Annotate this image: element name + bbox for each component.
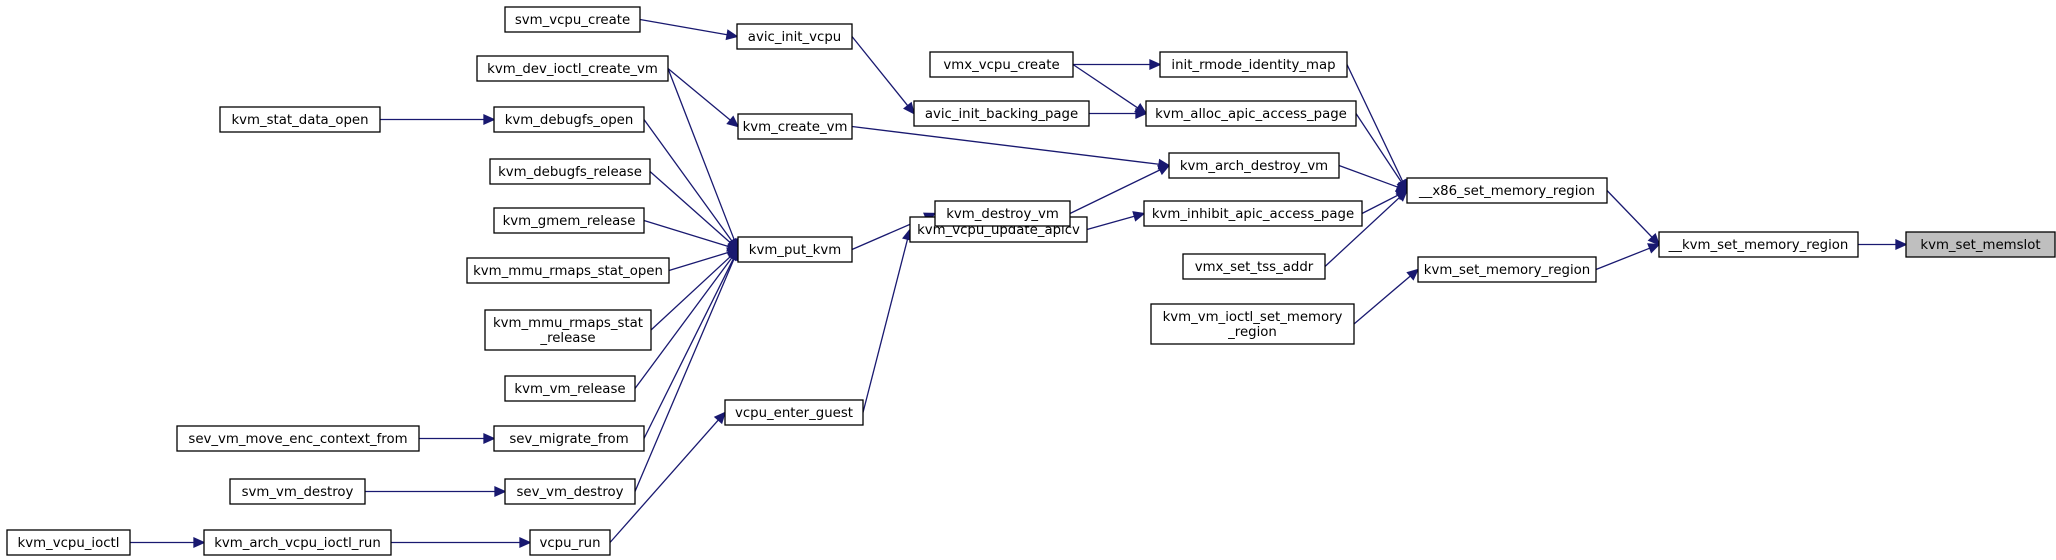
call-edge-kvm_dev_ioctl_create_vm-to-kvm_put_kvm bbox=[667, 68, 740, 251]
call-edge-kvm_arch_vcpu_ioctl_run-to-vcpu_run bbox=[391, 536, 532, 549]
node-avic_init_backing_page[interactable]: avic_init_backing_page bbox=[913, 100, 1090, 127]
node-svm_vm_destroy[interactable]: svm_vm_destroy bbox=[229, 478, 366, 505]
node-kvm_arch_destroy_vm[interactable]: kvm_arch_destroy_vm bbox=[1168, 152, 1340, 179]
call-edge-vmx_vcpu_create-to-kvm_alloc_apic_access_page bbox=[1072, 63, 1148, 115]
node-vcpu_enter_guest[interactable]: vcpu_enter_guest bbox=[724, 399, 864, 426]
node-kvm_debugfs_open[interactable]: kvm_debugfs_open bbox=[493, 106, 645, 133]
node-avic_init_vcpu[interactable]: avic_init_vcpu bbox=[736, 23, 853, 50]
call-edge-kvm_destroy_vm-to-kvm_arch_destroy_vm bbox=[1069, 164, 1171, 215]
node-label-avic_init_vcpu: avic_init_vcpu bbox=[748, 30, 841, 45]
node-label-kvm_create_vm: kvm_create_vm bbox=[743, 120, 848, 135]
call-edge-kvm_dev_ioctl_create_vm-to-kvm_create_vm bbox=[667, 67, 740, 128]
node-label-x86_set_memory_region: __x86_set_memory_region bbox=[1418, 184, 1595, 199]
call-edge-x86_set_memory_region-to-kvm_set_memory_region_internal bbox=[1606, 190, 1661, 246]
node-label-sev_vm_destroy: sev_vm_destroy bbox=[516, 485, 623, 500]
node-label-kvm_dev_ioctl_create_vm: kvm_dev_ioctl_create_vm bbox=[487, 62, 658, 77]
edges-layer bbox=[130, 18, 1908, 549]
node-vmx_set_tss_addr[interactable]: vmx_set_tss_addr bbox=[1182, 253, 1326, 280]
node-label-kvm_inhibit_apic_access_page: kvm_inhibit_apic_access_page bbox=[1152, 207, 1354, 222]
node-label-kvm_vm_release: kvm_vm_release bbox=[514, 382, 625, 397]
node-label-kvm_vm_ioctl_set_memory_region-line-1: kvm_vm_ioctl_set_memory bbox=[1163, 310, 1343, 325]
node-label-kvm_set_memory_region: kvm_set_memory_region bbox=[1424, 263, 1590, 278]
node-init_rmode_identity_map[interactable]: init_rmode_identity_map bbox=[1159, 51, 1348, 78]
call-edge-vmx_vcpu_create-to-init_rmode_identity_map bbox=[1073, 58, 1162, 71]
call-edge-kvm_create_vm-to-kvm_arch_destroy_vm bbox=[851, 125, 1171, 170]
node-label-vcpu_run: vcpu_run bbox=[539, 536, 600, 551]
node-kvm_vcpu_ioctl[interactable]: kvm_vcpu_ioctl bbox=[6, 529, 131, 556]
node-kvm_debugfs_release[interactable]: kvm_debugfs_release bbox=[489, 158, 651, 185]
call-edge-vcpu_enter_guest-to-kvm_vcpu_update_apicv bbox=[862, 227, 913, 413]
node-label-svm_vm_destroy: svm_vm_destroy bbox=[242, 485, 354, 500]
node-sev_vm_destroy[interactable]: sev_vm_destroy bbox=[504, 478, 636, 505]
call-edge-kvm_gmem_release-to-kvm_put_kvm bbox=[643, 219, 740, 252]
node-label-kvm_set_memslot: kvm_set_memslot bbox=[1920, 238, 2040, 253]
call-edge-avic_init_vcpu-to-avic_init_backing_page bbox=[851, 36, 915, 115]
node-label-kvm_alloc_apic_access_page: kvm_alloc_apic_access_page bbox=[1155, 107, 1347, 122]
node-label-vmx_vcpu_create: vmx_vcpu_create bbox=[943, 58, 1059, 73]
node-label-init_rmode_identity_map: init_rmode_identity_map bbox=[1171, 58, 1335, 73]
call-edge-vmx_set_tss_addr-to-x86_set_memory_region bbox=[1324, 189, 1409, 267]
node-label-kvm_mmu_rmaps_stat_release-line-1: kvm_mmu_rmaps_stat bbox=[493, 316, 643, 331]
node-label-vmx_set_tss_addr: vmx_set_tss_addr bbox=[1195, 260, 1314, 275]
node-label-kvm_gmem_release: kvm_gmem_release bbox=[503, 214, 636, 229]
node-label-svm_vcpu_create: svm_vcpu_create bbox=[515, 13, 630, 28]
node-label-kvm_vcpu_update_apicv: kvm_vcpu_update_apicv bbox=[917, 223, 1080, 238]
call-edge-kvm_alloc_apic_access_page-to-x86_set_memory_region bbox=[1355, 113, 1408, 192]
node-kvm_create_vm[interactable]: kvm_create_vm bbox=[737, 113, 853, 140]
call-edge-kvm_debugfs_release-to-kvm_put_kvm bbox=[649, 171, 740, 251]
node-kvm_stat_data_open[interactable]: kvm_stat_data_open bbox=[219, 106, 381, 133]
node-label-kvm_put_kvm: kvm_put_kvm bbox=[749, 243, 841, 258]
node-label-vcpu_enter_guest: vcpu_enter_guest bbox=[735, 406, 853, 421]
call-edge-kvm_set_memory_region_internal-to-kvm_set_memslot bbox=[1858, 238, 1908, 251]
node-label-avic_init_backing_page: avic_init_backing_page bbox=[925, 107, 1078, 122]
call-edge-kvm_debugfs_open-to-kvm_put_kvm bbox=[643, 119, 739, 251]
node-kvm_vcpu_update_apicv[interactable]: kvm_vcpu_update_apicv bbox=[909, 216, 1088, 243]
call-edge-svm_vm_destroy-to-sev_vm_destroy bbox=[365, 485, 507, 498]
call-edge-kvm_vcpu_update_apicv-to-kvm_inhibit_apic_access_page bbox=[1086, 211, 1146, 231]
call-edge-kvm_vm_ioctl_set_memory_region-to-kvm_set_memory_region bbox=[1353, 268, 1420, 325]
node-label-kvm_vm_ioctl_set_memory_region-line-2: _region bbox=[1227, 325, 1277, 340]
node-svm_vcpu_create[interactable]: svm_vcpu_create bbox=[504, 6, 641, 33]
node-sev_vm_move_enc_context_from[interactable]: sev_vm_move_enc_context_from bbox=[176, 425, 420, 452]
node-label-kvm_debugfs_open: kvm_debugfs_open bbox=[505, 113, 634, 128]
node-label-kvm_arch_destroy_vm: kvm_arch_destroy_vm bbox=[1180, 159, 1328, 174]
node-x86_set_memory_region[interactable]: __x86_set_memory_region bbox=[1406, 177, 1608, 204]
node-kvm_mmu_rmaps_stat_open[interactable]: kvm_mmu_rmaps_stat_open bbox=[466, 257, 670, 284]
node-kvm_vm_release[interactable]: kvm_vm_release bbox=[504, 375, 636, 402]
node-label-kvm_destroy_vm: kvm_destroy_vm bbox=[946, 207, 1059, 222]
node-kvm_set_memory_region[interactable]: kvm_set_memory_region bbox=[1417, 256, 1597, 283]
node-kvm_put_kvm[interactable]: kvm_put_kvm bbox=[737, 236, 853, 263]
node-vcpu_run[interactable]: vcpu_run bbox=[529, 529, 611, 556]
node-label-sev_vm_move_enc_context_from: sev_vm_move_enc_context_from bbox=[188, 432, 407, 447]
node-kvm_vm_ioctl_set_memory_region[interactable]: kvm_vm_ioctl_set_memory_region bbox=[1150, 303, 1355, 345]
node-kvm_set_memory_region_internal[interactable]: __kvm_set_memory_region bbox=[1658, 231, 1859, 258]
call-edge-kvm_vcpu_ioctl-to-kvm_arch_vcpu_ioctl_run bbox=[130, 536, 206, 549]
call-edge-sev_vm_move_enc_context_from-to-sev_migrate_from bbox=[419, 432, 496, 445]
node-label-kvm_arch_vcpu_ioctl_run: kvm_arch_vcpu_ioctl_run bbox=[214, 536, 381, 551]
node-kvm_destroy_vm[interactable]: kvm_destroy_vm bbox=[934, 200, 1071, 227]
node-kvm_set_memslot[interactable]: kvm_set_memslot bbox=[1905, 231, 2056, 258]
node-label-kvm_debugfs_release: kvm_debugfs_release bbox=[498, 165, 642, 180]
node-kvm_gmem_release[interactable]: kvm_gmem_release bbox=[493, 207, 645, 234]
node-label-sev_migrate_from: sev_migrate_from bbox=[509, 432, 628, 447]
call-edge-kvm_stat_data_open-to-kvm_debugfs_open bbox=[380, 113, 496, 126]
call-edge-kvm_set_memory_region-to-kvm_set_memory_region_internal bbox=[1595, 243, 1661, 271]
node-kvm_inhibit_apic_access_page[interactable]: kvm_inhibit_apic_access_page bbox=[1143, 200, 1363, 227]
node-kvm_arch_vcpu_ioctl_run[interactable]: kvm_arch_vcpu_ioctl_run bbox=[203, 529, 392, 556]
node-kvm_alloc_apic_access_page[interactable]: kvm_alloc_apic_access_page bbox=[1145, 100, 1357, 127]
node-sev_migrate_from[interactable]: sev_migrate_from bbox=[493, 425, 645, 452]
node-label-kvm_vcpu_ioctl: kvm_vcpu_ioctl bbox=[18, 536, 120, 551]
call-edge-svm_vcpu_create-to-avic_init_vcpu bbox=[639, 18, 739, 41]
node-label-kvm_mmu_rmaps_stat_open: kvm_mmu_rmaps_stat_open bbox=[473, 264, 663, 279]
nodes-layer: svm_vcpu_create avic_init_vcpu kvm_dev_ioc… bbox=[6, 6, 2056, 556]
node-vmx_vcpu_create[interactable]: vmx_vcpu_create bbox=[929, 51, 1074, 78]
node-label-kvm_mmu_rmaps_stat_release-line-2: _release bbox=[539, 331, 595, 346]
node-kvm_mmu_rmaps_stat_release[interactable]: kvm_mmu_rmaps_stat_release bbox=[484, 309, 652, 351]
node-kvm_dev_ioctl_create_vm[interactable]: kvm_dev_ioctl_create_vm bbox=[476, 55, 669, 82]
node-label-kvm_stat_data_open: kvm_stat_data_open bbox=[231, 113, 368, 128]
node-label-kvm_set_memory_region_internal: __kvm_set_memory_region bbox=[1668, 238, 1849, 253]
call-edge-vcpu_run-to-vcpu_enter_guest bbox=[609, 411, 727, 543]
